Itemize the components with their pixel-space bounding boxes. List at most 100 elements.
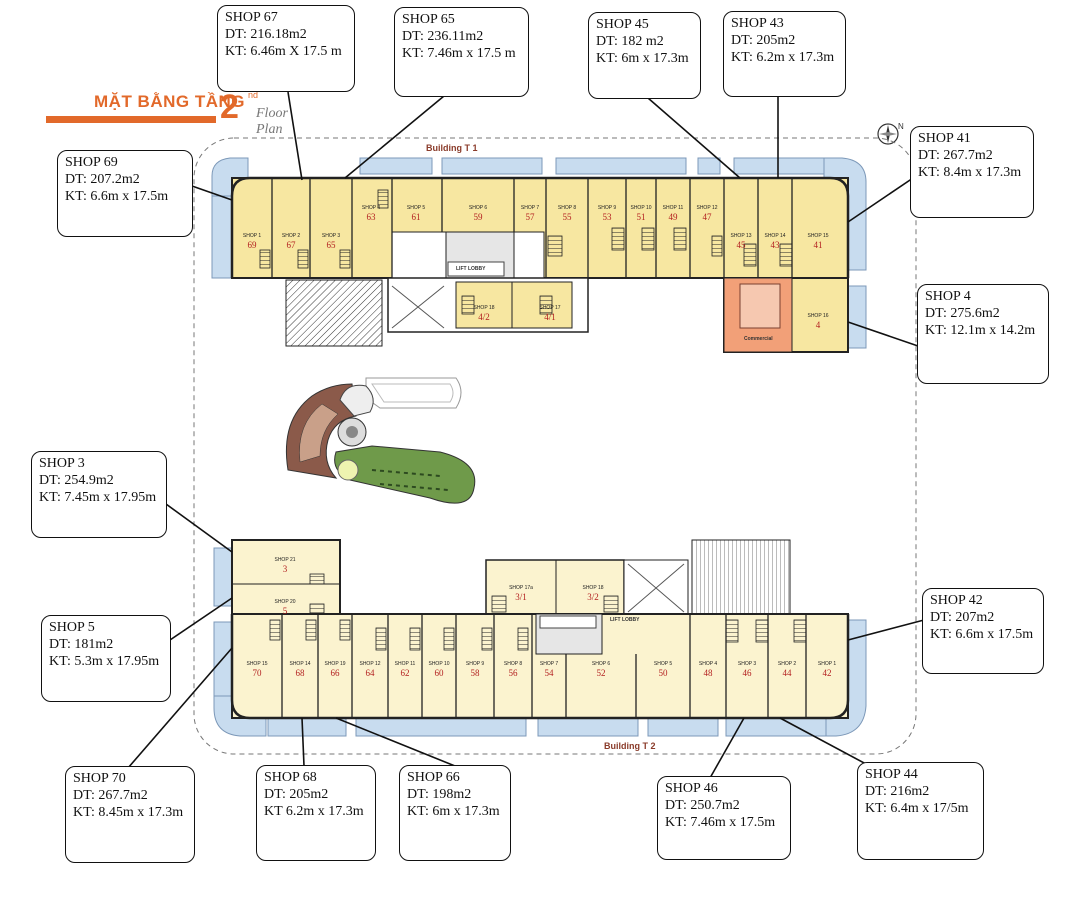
- shop-label-number: 52: [596, 668, 606, 678]
- shop-label-name: SHOP 20: [274, 599, 296, 605]
- callout-shop-name: SHOP 67: [225, 10, 278, 25]
- callout-shop-area: DT: 205m2: [731, 33, 796, 48]
- shop-label-number: 41: [813, 240, 823, 250]
- callout-shop-dimensions: KT: 12.1m x 14.2m: [925, 323, 1036, 338]
- shop-label-name: SHOP 11: [662, 205, 684, 211]
- callout-shop-area: DT: 216.18m2: [225, 27, 307, 42]
- callout-shop-dimensions: KT: 5.3m x 17.95m: [49, 654, 160, 669]
- callout-shop-44: SHOP 44 DT: 216m2 KT: 6.4m x 17/5m: [857, 762, 984, 860]
- callout-shop-46: SHOP 46 DT: 250.7m2 KT: 7.46m x 17.5m: [657, 776, 791, 860]
- callout-shop-5: SHOP 5 DT: 181m2 KT: 5.3m x 17.95m: [41, 615, 171, 702]
- shop-label-number: 3: [282, 564, 288, 574]
- callout-shop-dimensions: KT: 7.45m x 17.95m: [39, 490, 157, 505]
- shop-label-name: SHOP 10: [428, 661, 450, 667]
- callout-shop-65: SHOP 65 DT: 236.11m2 KT: 7.46m x 17.5 m: [394, 7, 529, 97]
- callout-shop-name: SHOP 41: [918, 131, 971, 146]
- shop-label-name: SHOP 16: [807, 313, 829, 319]
- shop-label-number: 49: [668, 212, 678, 222]
- callout-shop-area: DT: 181m2: [49, 637, 114, 652]
- callout-shop-area: DT: 254.9m2: [39, 473, 114, 488]
- callout-shop-dimensions: KT: 6.46m X 17.5 m: [225, 44, 342, 59]
- callout-shop-67: SHOP 67 DT: 216.18m2 KT: 6.46m X 17.5 m: [217, 5, 355, 92]
- shop-label-name: SHOP 14: [764, 233, 786, 239]
- callout-shop-name: SHOP 43: [731, 16, 784, 31]
- shop-label-number: 3/2: [587, 592, 599, 602]
- title-accent-bar: [46, 116, 216, 123]
- shop-label-name: SHOP 15: [246, 661, 268, 667]
- callout-shop-43: SHOP 43 DT: 205m2 KT: 6.2m x 17.3m: [723, 11, 846, 97]
- shop-label-name: SHOP 5: [653, 661, 673, 667]
- shop-label-name: SHOP 17a: [509, 585, 533, 591]
- title-floor-number: 2: [220, 88, 239, 126]
- callout-shop-dimensions: KT: 8.4m x 17.3m: [918, 165, 1022, 180]
- callout-shop-area: DT: 205m2: [264, 787, 329, 802]
- callout-shop-name: SHOP 65: [402, 12, 455, 27]
- callout-shop-area: DT: 182 m2: [596, 34, 664, 49]
- shop-label-number: 69: [247, 240, 257, 250]
- callout-shop-68: SHOP 68 DT: 205m2 KT 6.2m x 17.3m: [256, 765, 376, 861]
- shop-label-number: 60: [434, 668, 444, 678]
- building-t2: [213, 539, 867, 737]
- callout-shop-45: SHOP 45 DT: 182 m2 KT: 6m x 17.3m: [588, 12, 701, 99]
- callout-shop-dimensions: KT 6.2m x 17.3m: [264, 804, 364, 819]
- shop-label-number: 42: [822, 668, 832, 678]
- shop-label-name: SHOP 18: [473, 305, 495, 311]
- shop-label-name: SHOP 17: [539, 305, 561, 311]
- callout-shop-dimensions: KT: 7.46m x 17.5m: [665, 815, 776, 830]
- shop-label-number: 53: [602, 212, 612, 222]
- callout-shop-area: DT: 275.6m2: [925, 306, 1000, 321]
- shop-label-name: SHOP 21: [274, 557, 296, 563]
- callout-shop-dimensions: KT: 6m x 17.3m: [596, 51, 689, 66]
- shop-label-number: 43: [770, 240, 780, 250]
- shop-label-name: SHOP 1: [817, 661, 837, 667]
- shop-label-name: SHOP 7: [520, 205, 540, 211]
- callout-shop-dimensions: KT: 6.2m x 17.3m: [731, 50, 835, 65]
- callout-shop-name: SHOP 66: [407, 770, 460, 785]
- callout-shop-dimensions: KT: 6.4m x 17/5m: [865, 801, 969, 816]
- title-text: MẶT BẰNG TẦNG: [94, 92, 245, 111]
- shop-label-name: SHOP 9: [597, 205, 617, 211]
- callout-shop-name: SHOP 45: [596, 17, 649, 32]
- shop-label-number: 46: [742, 668, 752, 678]
- building-t1: [211, 157, 867, 353]
- shop-label-name: SHOP 12: [696, 205, 718, 211]
- callout-shop-area: DT: 250.7m2: [665, 798, 740, 813]
- callout-leaders: [127, 91, 925, 779]
- shop-label-name: SHOP 9: [465, 661, 485, 667]
- callout-shop-3: SHOP 3 DT: 254.9m2 KT: 7.45m x 17.95m: [31, 451, 167, 538]
- callout-shop-dimensions: KT: 7.46m x 17.5 m: [402, 46, 516, 61]
- floor-plan-title: MẶT BẰNG TẦNG 2 nd Floor Plan: [46, 88, 306, 137]
- shop-label-number: 55: [562, 212, 572, 222]
- callout-shop-name: SHOP 68: [264, 770, 317, 785]
- shop-label-name: SHOP 18: [582, 585, 604, 591]
- callout-shop-dimensions: KT: 6.6m x 17.5m: [65, 189, 169, 204]
- callout-shop-name: SHOP 3: [39, 456, 85, 471]
- callout-shop-66: SHOP 66 DT: 198m2 KT: 6m x 17.3m: [399, 765, 511, 861]
- callout-shop-area: DT: 207m2: [930, 610, 995, 625]
- shop-label-number: 45: [736, 240, 746, 250]
- compass-icon: N: [877, 122, 904, 145]
